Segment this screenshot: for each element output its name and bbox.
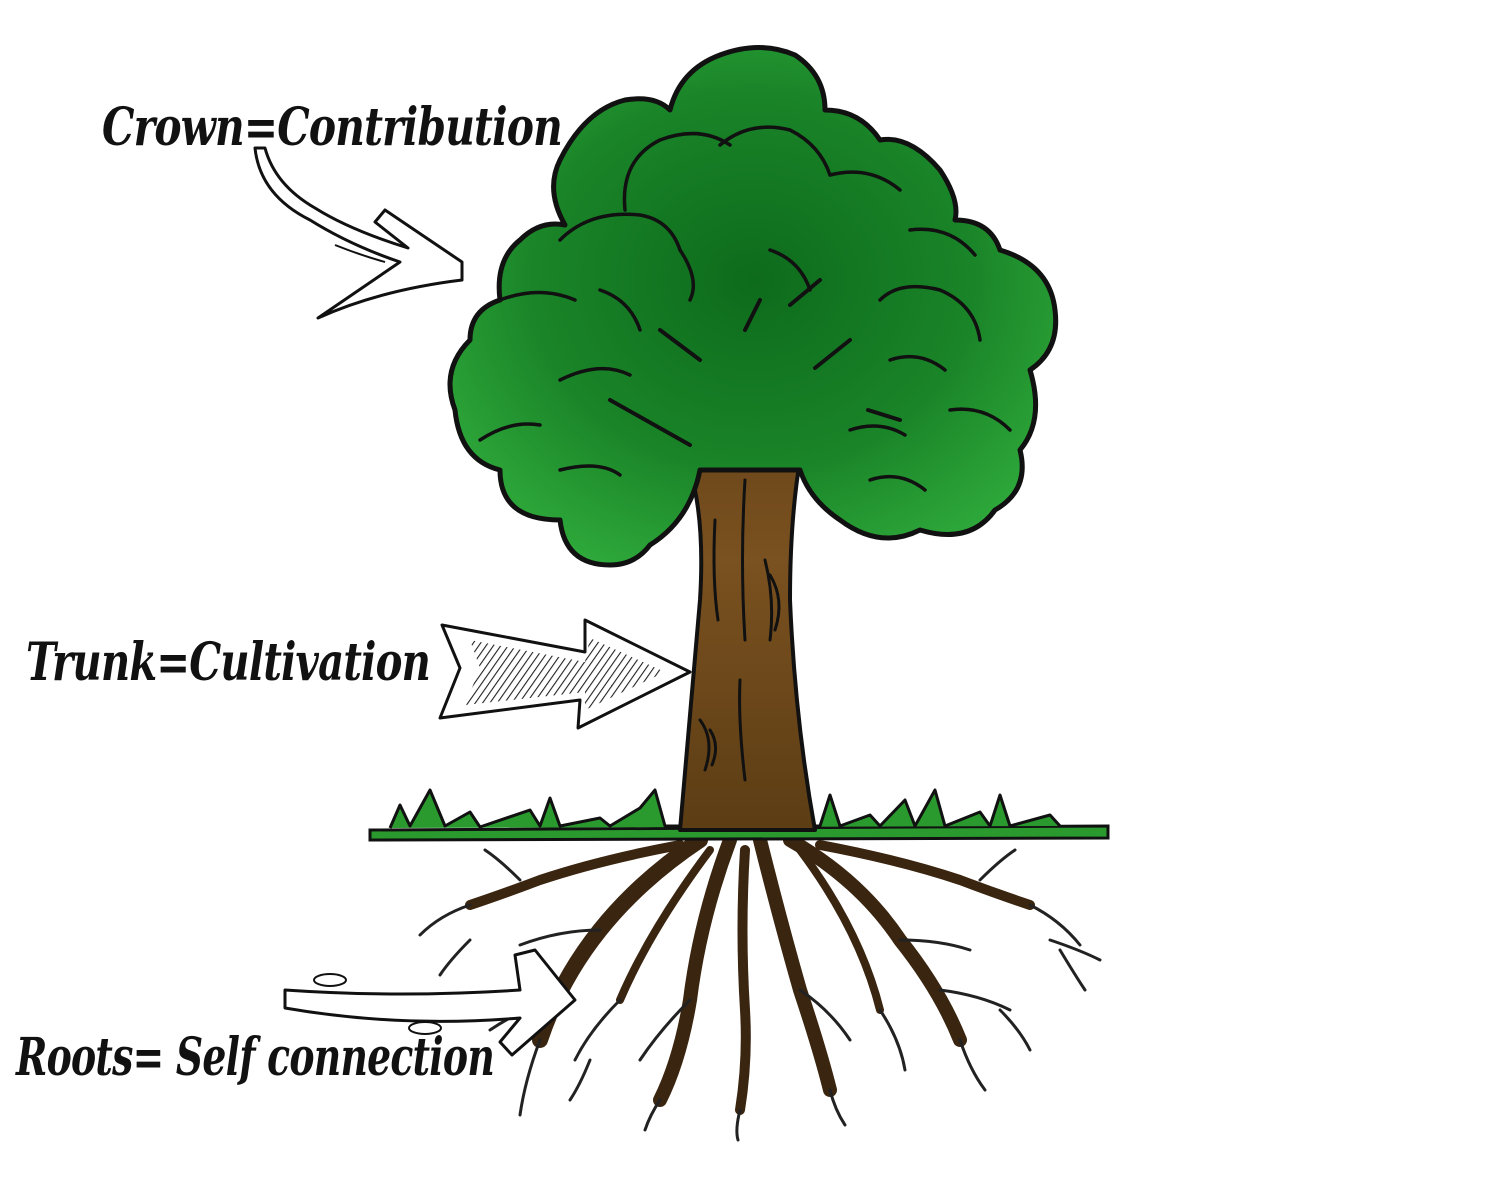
crown-label: Crown=Contribution xyxy=(102,97,562,158)
crown-arrow xyxy=(253,146,464,320)
roots-label: Roots= Self connection xyxy=(15,1027,494,1088)
grass-line xyxy=(368,788,1110,842)
roots xyxy=(418,832,1102,1142)
trunk-arrow xyxy=(438,618,692,730)
roots-arrow xyxy=(283,948,577,1057)
crown xyxy=(447,45,1059,568)
trunk-label: Trunk=Cultivation xyxy=(26,632,430,693)
